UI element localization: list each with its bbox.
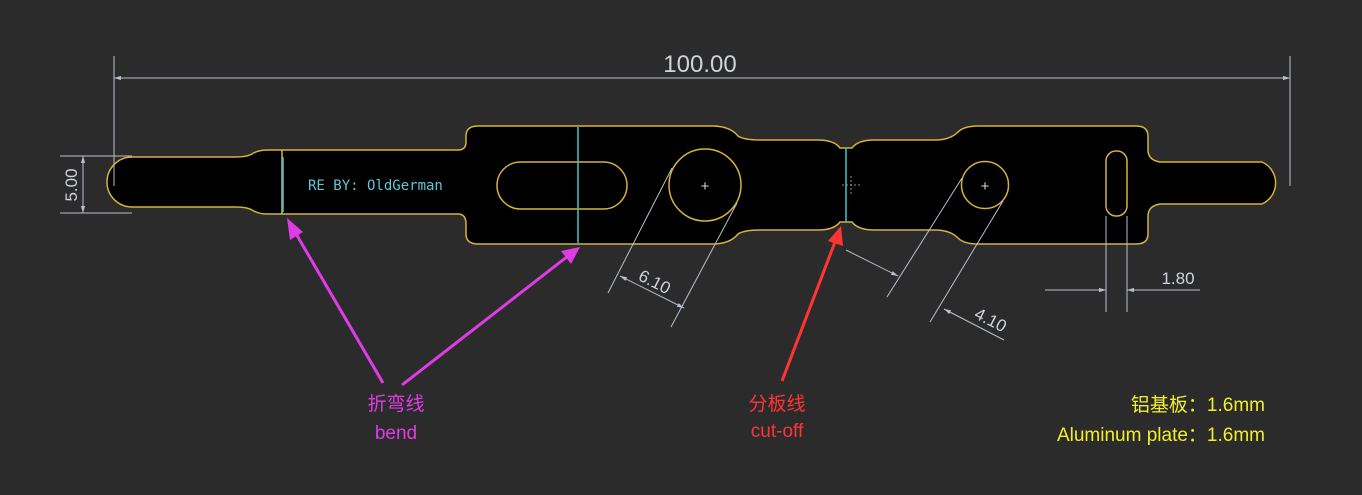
- cut-off-arrow: [780, 226, 843, 382]
- width-dimension-label: 5.00: [62, 168, 81, 201]
- silkscreen-credit: RE BY: OldGerman: [308, 178, 443, 194]
- cut-off-label-cn: 分板线: [748, 393, 805, 415]
- small-hole-dimension: [845, 177, 1005, 341]
- width-dimension: [60, 155, 132, 214]
- large-mounting-hole: [668, 148, 742, 222]
- bend-label-cn: 折弯线: [367, 393, 424, 415]
- crosshair-icon: [842, 176, 860, 194]
- bend-arrows: [287, 218, 580, 387]
- large-hole-dimension: [607, 167, 738, 328]
- narrow-slot: [1105, 150, 1128, 217]
- small-mounting-hole: [960, 160, 1010, 210]
- small-hole-center-mark: +: [981, 178, 990, 195]
- length-dimension: [113, 56, 1291, 186]
- bend-label-en: bend: [375, 423, 417, 444]
- large-hole-center-mark: +: [701, 178, 710, 195]
- material-note-cn: 铝基板：1.6mm: [1131, 394, 1265, 416]
- length-dimension-label: 100.00: [663, 51, 736, 78]
- cut-off-label-en: cut-off: [751, 421, 804, 442]
- material-note-en: Aluminum plate：1.6mm: [1057, 425, 1265, 446]
- slot-width-dimension-label: 1.80: [1161, 269, 1194, 288]
- long-slot: [496, 161, 628, 210]
- slot-width-dimension: [1045, 216, 1200, 312]
